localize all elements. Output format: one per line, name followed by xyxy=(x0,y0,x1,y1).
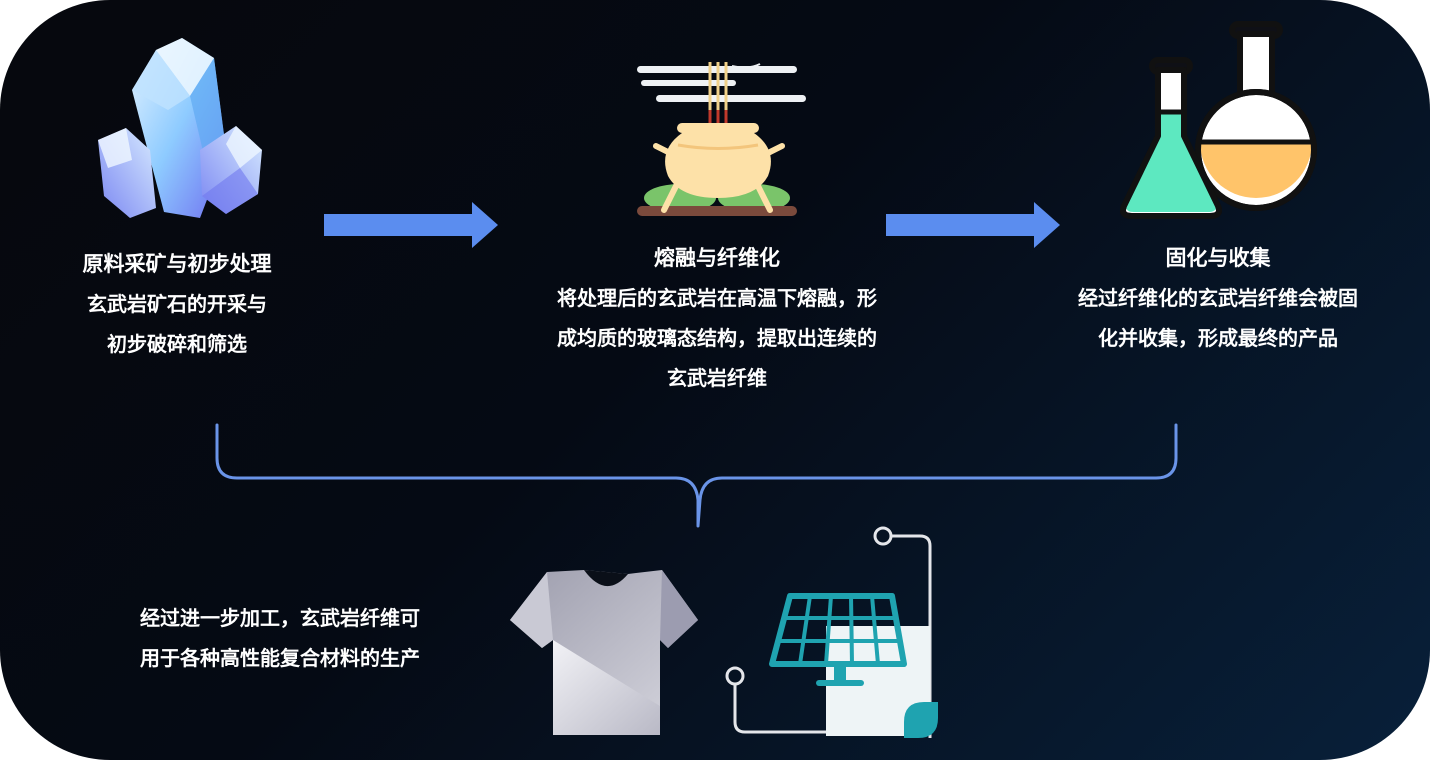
step-2-title: 熔融与纤维化 xyxy=(654,246,780,270)
tshirt-icon xyxy=(510,570,698,735)
step-3-title: 固化与收集 xyxy=(1165,246,1271,270)
application-text: 经过进一步加工，玄武岩纤维可 用于各种高性能复合材料的生产 xyxy=(140,598,490,678)
solar-panel-icon xyxy=(725,526,938,738)
cauldron-icon xyxy=(637,62,806,216)
step-3-text: 固化与收集 经过纤维化的玄武岩纤维会被固 化并收集，形成最终的产品 xyxy=(1043,238,1393,358)
step-2-desc-line-1: 将处理后的玄武岩在高温下熔融，形 xyxy=(557,286,877,310)
application-line-1: 经过进一步加工，玄武岩纤维可 xyxy=(140,606,420,630)
step-1-desc-line-2: 初步破碎和筛选 xyxy=(107,332,247,356)
step-1-text: 原料采矿与初步处理 玄武岩矿石的开采与 初步破碎和筛选 xyxy=(57,244,297,364)
step-3-desc-line-2: 化并收集，形成最终的产品 xyxy=(1098,326,1338,350)
arrow-2 xyxy=(886,202,1060,248)
step-1-title: 原料采矿与初步处理 xyxy=(82,252,272,276)
flask-icon xyxy=(1120,21,1317,219)
step-3-desc-line-1: 经过纤维化的玄武岩纤维会被固 xyxy=(1078,286,1358,310)
grouping-brace xyxy=(215,423,1178,528)
arrow-1 xyxy=(324,202,498,248)
step-2-desc-line-2: 成均质的玻璃态结构，提取出连续的 xyxy=(557,326,877,350)
step-2-desc-line-3: 玄武岩纤维 xyxy=(667,366,767,390)
step-1-desc-line-1: 玄武岩矿石的开采与 xyxy=(87,292,267,316)
step-2-text: 熔融与纤维化 将处理后的玄武岩在高温下熔融，形 成均质的玻璃态结构，提取出连续的… xyxy=(517,238,917,398)
crystal-icon xyxy=(98,38,262,218)
application-line-2: 用于各种高性能复合材料的生产 xyxy=(140,646,420,670)
